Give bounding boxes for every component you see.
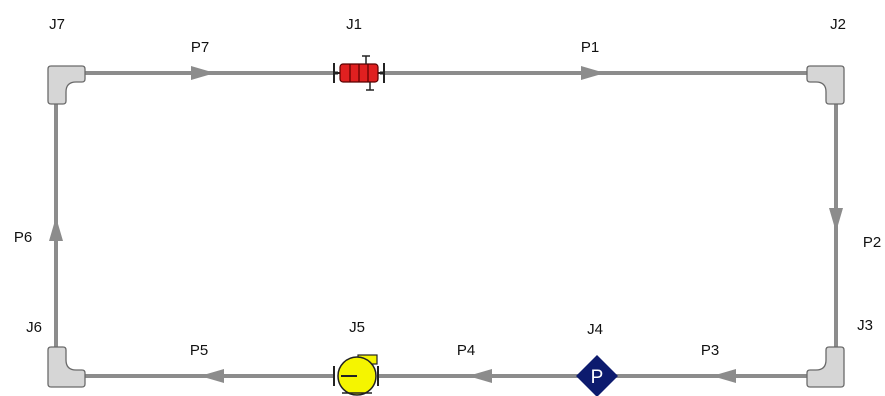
- pressure-control-symbol: P: [591, 367, 604, 388]
- heat-exchanger-J1[interactable]: [333, 55, 385, 91]
- elbow-J2[interactable]: [806, 65, 845, 105]
- pipes: [54, 71, 838, 378]
- label-P7: P7: [191, 39, 209, 56]
- label-P4: P4: [457, 342, 475, 359]
- label-J7: J7: [49, 16, 65, 33]
- flow-arrow-P1-icon: [581, 66, 605, 80]
- label-J5: J5: [349, 319, 365, 336]
- flow-arrows: [49, 66, 843, 383]
- junction-labels: J7 J1 J2 J3 J4 J5 J6: [26, 16, 873, 338]
- label-P3: P3: [701, 342, 719, 359]
- label-J1: J1: [346, 16, 362, 33]
- pipe-labels: P7 P1 P2 P3 P4 P5 P6: [14, 39, 881, 359]
- elbow-icon: [806, 346, 845, 388]
- label-J6: J6: [26, 319, 42, 336]
- label-P6: P6: [14, 229, 32, 246]
- elbow-J7[interactable]: [47, 65, 86, 105]
- pressure-control-icon: [576, 355, 618, 396]
- label-P5: P5: [190, 342, 208, 359]
- flow-arrow-P4-icon: [468, 369, 492, 383]
- elbow-J6[interactable]: [47, 346, 86, 388]
- pump-J5[interactable]: [333, 354, 379, 396]
- flow-arrow-P3-icon: [712, 369, 736, 383]
- label-J3: J3: [857, 317, 873, 334]
- label-P2: P2: [863, 234, 881, 251]
- pressure-control-valve-J4[interactable]: P: [576, 355, 618, 396]
- flow-arrow-P7-icon: [191, 66, 215, 80]
- flow-arrow-P6-icon: [49, 217, 63, 241]
- label-P1: P1: [581, 39, 599, 56]
- elbow-icon: [47, 65, 86, 105]
- flow-arrow-P5-icon: [200, 369, 224, 383]
- elbow-J3[interactable]: [806, 346, 845, 388]
- label-J4: J4: [587, 321, 603, 338]
- elbow-icon: [806, 65, 845, 105]
- elbow-icon: [47, 346, 86, 388]
- label-J2: J2: [830, 16, 846, 33]
- flow-arrow-P2-icon: [829, 208, 843, 232]
